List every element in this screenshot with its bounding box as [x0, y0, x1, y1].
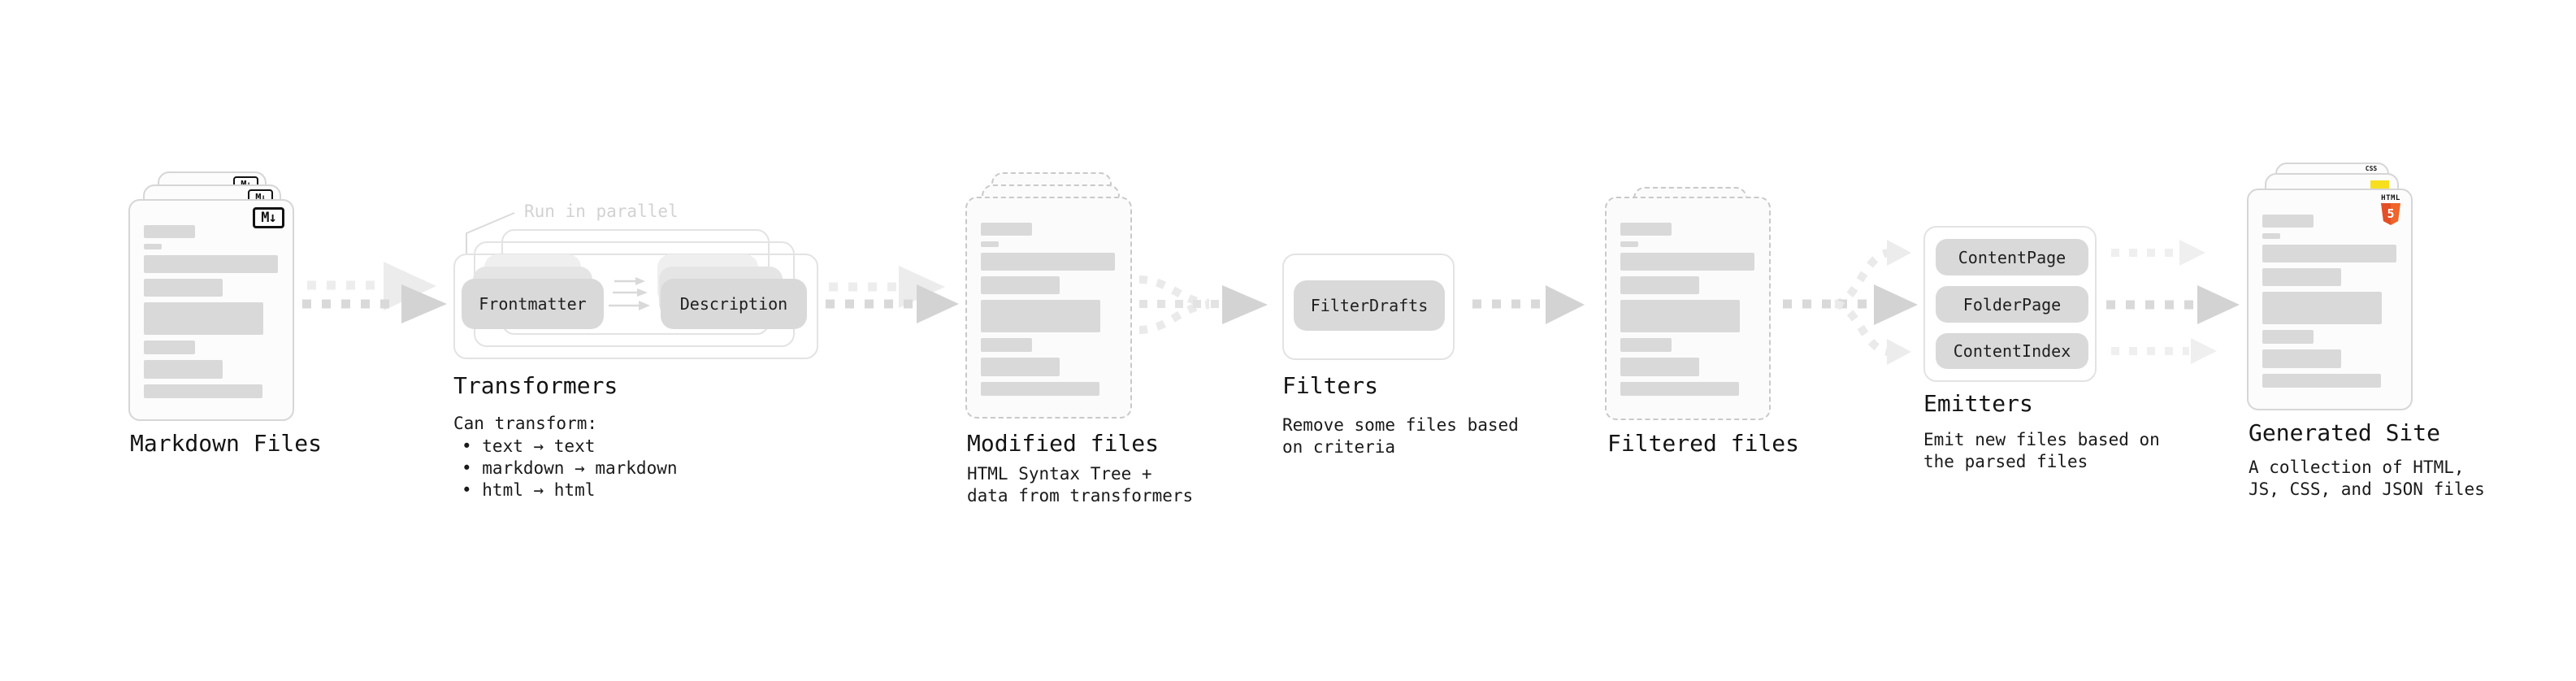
filters-box [1282, 254, 1455, 360]
run-in-parallel-annotation: Run in parallel [524, 202, 679, 221]
transformers-caption: Can transform: [453, 414, 598, 433]
generated-site-stack: CSS HTML 5 [2247, 163, 2413, 410]
frontmatter-pill-stack: Frontmatter [462, 254, 604, 329]
site-file-card-html: HTML 5 [2247, 189, 2413, 410]
document-text-placeholder [1620, 223, 1754, 396]
markdown-icon: M↓ [253, 207, 284, 228]
arrow-transformers-to-modified [826, 266, 959, 323]
generated-site-subtitle: A collection of HTML, JS, CSS, and JSON … [2249, 458, 2485, 499]
transformer-run-box-front [453, 254, 818, 359]
arrow-filters-to-filtered [1472, 285, 1585, 324]
contentpage-pill: ContentPage [1936, 239, 2088, 275]
markdown-files-stack: M↓ M↓ M↓ [128, 171, 294, 421]
filters-title: Filters [1282, 372, 1379, 399]
transformers-bullet-list: • text → text • markdown → markdown • ht… [462, 436, 678, 501]
folderpage-pill: FolderPage [1936, 286, 2088, 323]
bullet-item: • text → text [462, 436, 596, 456]
filtered-files-stack [1605, 187, 1771, 420]
bullet-item: • html → html [462, 480, 596, 500]
bullet-item: • markdown → markdown [462, 458, 678, 478]
arrow-markdown-to-transformers [302, 262, 447, 323]
description-pill-stack: Description [657, 254, 807, 329]
arrow-modified-to-filters [1138, 275, 1268, 334]
document-text-placeholder [144, 225, 278, 398]
description-pill: Description [661, 279, 807, 329]
run-in-parallel-callout-line [466, 212, 515, 254]
markdown-files-label: Markdown Files [130, 430, 323, 457]
emitters-box: ContentPage FolderPage ContentIndex [1923, 226, 2097, 382]
arrow-filtered-to-emitters [1783, 240, 1918, 365]
transformers-title: Transformers [453, 372, 618, 399]
modified-file-card-front [965, 197, 1132, 419]
markdown-file-card-front: M↓ [128, 199, 294, 421]
emitters-title: Emitters [1923, 390, 2033, 417]
document-text-placeholder [2262, 215, 2396, 388]
transformer-parallel-arrows [609, 277, 650, 310]
filters-subtitle: Remove some files based on criteria [1282, 415, 1519, 457]
modified-files-subtitle: HTML Syntax Tree + data from transformer… [967, 464, 1194, 505]
modified-files-label: Modified files [967, 430, 1160, 457]
emitters-subtitle: Emit new files based on the parsed files [1923, 430, 2160, 471]
modified-files-stack [965, 172, 1132, 419]
generated-site-label: Generated Site [2249, 419, 2441, 446]
filtered-file-card-front [1605, 197, 1771, 420]
arrow-emitters-to-site [2106, 240, 2240, 364]
filtered-files-label: Filtered files [1607, 430, 1800, 457]
document-text-placeholder [981, 223, 1115, 396]
filterdrafts-pill-wrap: FilterDrafts [1294, 280, 1445, 331]
js-icon [2370, 180, 2389, 189]
html5-icon: HTML 5 [2380, 194, 2401, 225]
frontmatter-pill: Frontmatter [462, 279, 604, 329]
filterdrafts-pill: FilterDrafts [1294, 280, 1445, 331]
contentindex-pill: ContentIndex [1936, 333, 2088, 369]
